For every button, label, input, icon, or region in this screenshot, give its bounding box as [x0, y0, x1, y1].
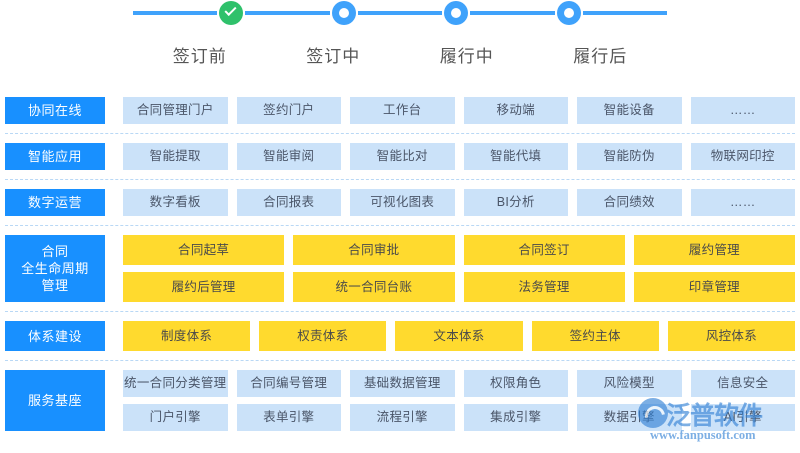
band-label[interactable]: 智能应用 — [5, 143, 105, 170]
matrix-band: 体系建设制度体系权责体系文本体系签约主体风控体系 — [0, 312, 800, 360]
cell-row: 履约后管理统一合同台账法务管理印章管理 — [123, 272, 795, 302]
matrix-cell[interactable]: …… — [690, 97, 795, 124]
step-label-1[interactable]: 签订前 — [172, 47, 227, 66]
matrix-cell[interactable]: 统一合同分类管理 — [123, 370, 228, 397]
track-segment — [133, 11, 218, 15]
step-icon-check-circle-icon[interactable] — [219, 1, 244, 25]
matrix-cell[interactable]: 风控体系 — [667, 321, 796, 351]
matrix-cell[interactable]: 权责体系 — [259, 321, 387, 351]
cell-row: 合同管理门户签约门户工作台移动端智能设备 …… — [123, 97, 795, 124]
matrix-cell[interactable]: 数字看板 — [123, 189, 228, 216]
matrix-cell[interactable]: AI引擎 — [690, 404, 795, 431]
matrix-cell[interactable]: 签约门户 — [236, 97, 341, 124]
check-icon — [224, 3, 237, 17]
track-segment — [357, 11, 443, 15]
band-cells: 合同管理门户签约门户工作台移动端智能设备 …… — [123, 97, 795, 124]
matrix-cell[interactable]: 表单引擎 — [236, 404, 341, 431]
process-stepper: 签订前 签订中 履行中 履行后 — [0, 0, 800, 88]
matrix-cell[interactable]: 工作台 — [350, 97, 455, 124]
matrix-cell[interactable]: 履约管理 — [633, 235, 795, 265]
matrix-cell[interactable]: 合同审批 — [293, 235, 455, 265]
band-label[interactable]: 合同全生命周期管理 — [5, 235, 105, 302]
step-label-2[interactable]: 签订中 — [306, 47, 361, 66]
cell-row: 智能提取智能审阅智能比对智能代填智能防伪物联网印控 — [123, 143, 795, 170]
matrix-cell[interactable]: 基础数据管理 — [350, 370, 455, 397]
band-label[interactable]: 数字运营 — [5, 189, 105, 216]
matrix-band: 数字运营数字看板合同报表可视化图表 BI分析合同绩效 …… — [0, 180, 800, 225]
matrix-cell[interactable]: 履约后管理 — [123, 272, 285, 302]
matrix-cell[interactable]: 合同管理门户 — [123, 97, 228, 124]
cell-row: 门户引擎表单引擎流程引擎集成引擎数据引擎 AI引擎 — [123, 404, 795, 431]
step-icon-ring-circle-icon[interactable] — [444, 1, 469, 25]
matrix-cell[interactable]: 门户引擎 — [123, 404, 228, 431]
matrix-cell[interactable]: 智能代填 — [463, 143, 568, 170]
stepper-track — [133, 1, 668, 25]
band-separator — [5, 311, 795, 312]
matrix-cell[interactable]: 集成引擎 — [463, 404, 568, 431]
band-label[interactable]: 体系建设 — [5, 321, 105, 351]
matrix-band: 协同在线合同管理门户签约门户工作台移动端智能设备 …… — [0, 88, 800, 133]
matrix-cell[interactable]: 合同起草 — [123, 235, 285, 265]
band-label[interactable]: 服务基座 — [5, 370, 105, 431]
step-label-4[interactable]: 履行后 — [573, 47, 628, 66]
cell-row: 统一合同分类管理合同编号管理基础数据管理权限角色风险模型信息安全 — [123, 370, 795, 397]
band-cells: 制度体系权责体系文本体系签约主体风控体系 — [123, 321, 796, 351]
matrix-cell[interactable]: 印章管理 — [633, 272, 795, 302]
matrix-band: 服务基座统一合同分类管理合同编号管理基础数据管理权限角色风险模型信息安全门户引擎… — [0, 361, 800, 440]
ring-hole — [451, 8, 462, 18]
ring-hole — [563, 8, 574, 18]
band-separator — [5, 133, 795, 134]
matrix-band: 合同全生命周期管理合同起草合同审批合同签订履约管理履约后管理统一合同台账法务管理… — [0, 226, 800, 311]
track-segment — [470, 11, 555, 15]
band-label[interactable]: 协同在线 — [5, 97, 105, 124]
matrix-cell[interactable]: 签约主体 — [531, 321, 659, 351]
band-cells: 智能提取智能审阅智能比对智能代填智能防伪物联网印控 — [123, 143, 795, 170]
cell-row: 合同起草合同审批合同签订履约管理 — [123, 235, 795, 265]
band-cells: 数字看板合同报表可视化图表 BI分析合同绩效 …… — [123, 189, 795, 216]
track-segment — [245, 11, 330, 15]
matrix-cell[interactable]: 信息安全 — [690, 370, 795, 397]
band-cells: 合同起草合同审批合同签订履约管理履约后管理统一合同台账法务管理印章管理 — [123, 235, 795, 302]
cell-row: 制度体系权责体系文本体系签约主体风控体系 — [123, 321, 796, 351]
matrix-cell[interactable]: 合同编号管理 — [236, 370, 341, 397]
matrix-cell[interactable]: 法务管理 — [463, 272, 625, 302]
ring-hole — [338, 8, 349, 18]
matrix-cell[interactable]: 智能防伪 — [577, 143, 682, 170]
band-separator — [5, 360, 795, 361]
matrix-cell[interactable]: 物联网印控 — [690, 143, 795, 170]
track-segment — [582, 11, 668, 15]
matrix-cell[interactable]: 合同签订 — [463, 235, 625, 265]
matrix-cell[interactable]: 统一合同台账 — [293, 272, 455, 302]
matrix-cell[interactable]: 风险模型 — [577, 370, 682, 397]
matrix-cell[interactable]: 智能提取 — [123, 143, 228, 170]
matrix-cell[interactable]: 制度体系 — [123, 321, 251, 351]
matrix-cell[interactable]: 智能审阅 — [236, 143, 341, 170]
matrix-cell[interactable]: 合同绩效 — [577, 189, 682, 216]
matrix-cell[interactable]: 合同报表 — [236, 189, 341, 216]
cell-row: 数字看板合同报表可视化图表 BI分析合同绩效 …… — [123, 189, 795, 216]
matrix-cell[interactable]: 权限角色 — [463, 370, 568, 397]
matrix-cell[interactable]: …… — [690, 189, 795, 216]
matrix-band: 智能应用智能提取智能审阅智能比对智能代填智能防伪物联网印控 — [0, 134, 800, 179]
band-cells: 统一合同分类管理合同编号管理基础数据管理权限角色风险模型信息安全门户引擎表单引擎… — [123, 370, 795, 431]
matrix-cell[interactable]: 文本体系 — [395, 321, 523, 351]
matrix-cell[interactable]: 可视化图表 — [350, 189, 455, 216]
capability-matrix: 协同在线合同管理门户签约门户工作台移动端智能设备……智能应用智能提取智能审阅智能… — [0, 88, 800, 440]
matrix-cell[interactable]: 数据引擎 — [577, 404, 682, 431]
band-separator — [5, 179, 795, 180]
matrix-cell[interactable]: 智能设备 — [577, 97, 682, 124]
stepper-labels: 签订前 签订中 履行中 履行后 — [133, 42, 667, 67]
matrix-cell[interactable]: 智能比对 — [350, 143, 455, 170]
matrix-cell[interactable]: 流程引擎 — [350, 404, 455, 431]
step-icon-ring-circle-icon[interactable] — [556, 1, 581, 25]
step-label-3[interactable]: 履行中 — [439, 47, 494, 66]
band-separator — [5, 225, 795, 226]
matrix-cell[interactable]: BI分析 — [463, 189, 568, 216]
step-icon-ring-circle-icon[interactable] — [331, 1, 356, 25]
matrix-cell[interactable]: 移动端 — [463, 97, 568, 124]
